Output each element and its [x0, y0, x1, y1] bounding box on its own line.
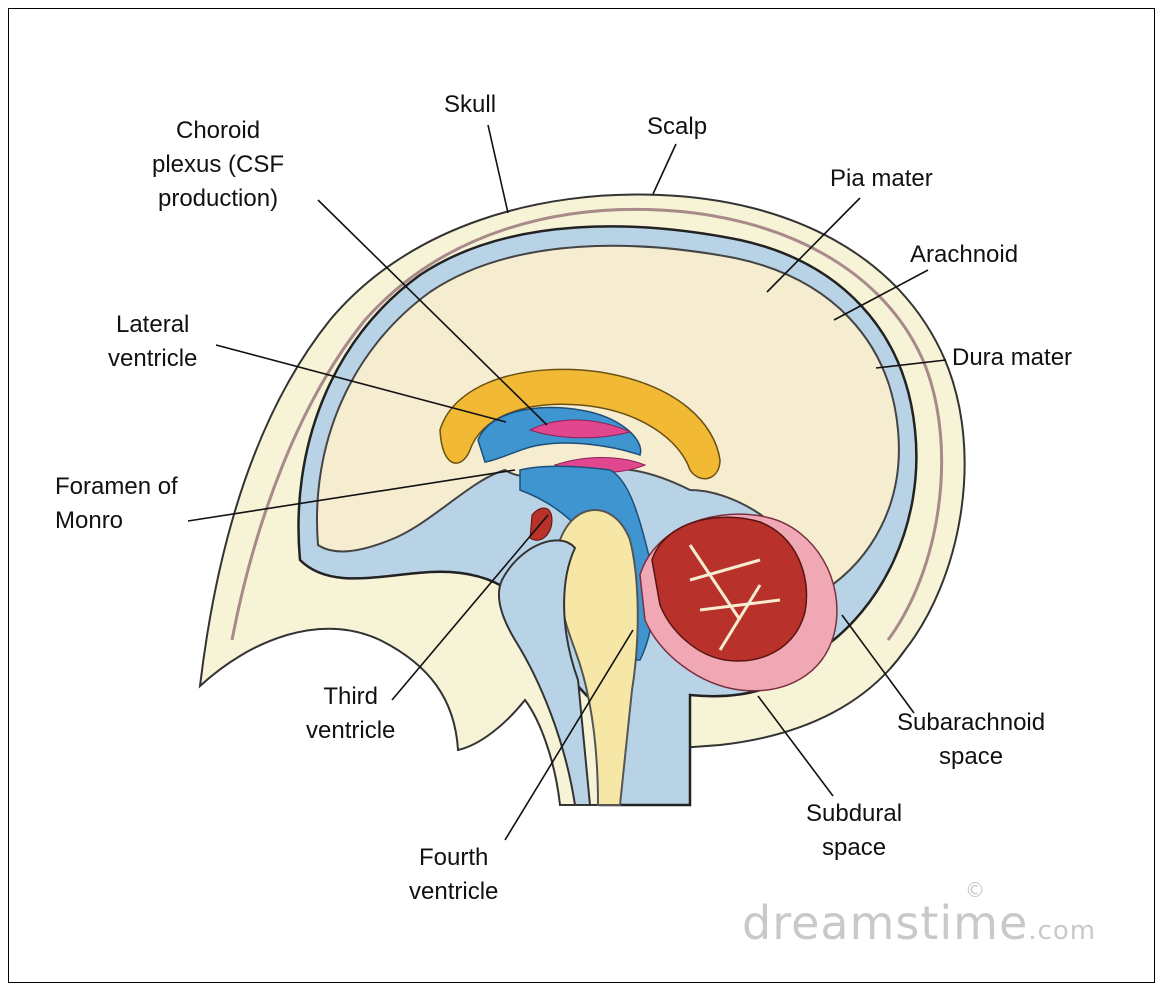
label-arachnoid: Arachnoid	[910, 238, 1018, 272]
label-foramen-of-monro: Foramen of Monro	[55, 470, 178, 538]
label-pia-mater: Pia mater	[830, 162, 933, 196]
label-subdural-space: Subdural space	[806, 797, 902, 865]
label-third-ventricle: Third ventricle	[306, 680, 395, 748]
label-dura-mater: Dura mater	[952, 341, 1072, 375]
label-subarachnoid-space: Subarachnoid space	[897, 706, 1045, 774]
label-skull: Skull	[444, 88, 496, 122]
label-choroid-plexus: Choroid plexus (CSF production)	[152, 114, 284, 216]
label-scalp: Scalp	[647, 110, 707, 144]
watermark-text: dreamstime	[742, 896, 1028, 950]
watermark-logo: dreamstime.com	[742, 896, 1096, 950]
watermark-suffix: .com	[1028, 916, 1096, 946]
label-fourth-ventricle: Fourth ventricle	[409, 841, 498, 909]
label-lateral-ventricle: Lateral ventricle	[108, 308, 197, 376]
